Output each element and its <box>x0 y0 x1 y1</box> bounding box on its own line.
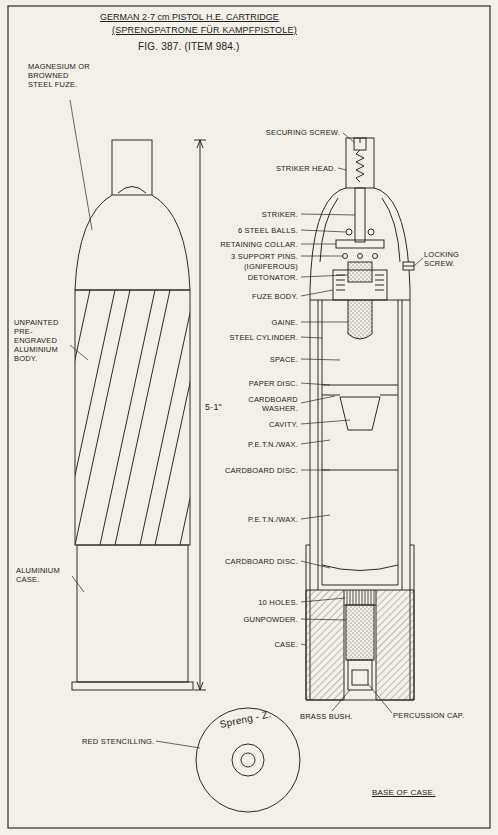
part-label: STEEL CYLINDER. <box>229 333 298 342</box>
part-label: RED STENCILLING. <box>82 737 154 746</box>
part-label: 6 STEEL BALLS. <box>238 226 298 235</box>
part-label: STRIKER. <box>262 210 298 219</box>
part-label: UNPAINTED PRE-ENGRAVED ALUMINIUM BODY. <box>14 318 72 363</box>
part-label: CARDBOARD DISC. <box>225 466 298 475</box>
part-label: PERCUSSION CAP. <box>393 711 464 720</box>
part-label: GAINE. <box>271 318 298 327</box>
part-label: MAGNESIUM OR BROWNED STEEL FUZE. <box>28 62 92 89</box>
part-label: (IGNIFEROUS) <box>244 262 298 271</box>
part-label: P.E.T.N./WAX. <box>248 515 298 524</box>
part-label: FUZE BODY. <box>252 292 298 301</box>
part-label: SECURING SCREW. <box>266 128 340 137</box>
part-label: 10 HOLES. <box>258 598 298 607</box>
base-stencil: Spreng - Z. <box>219 708 273 731</box>
part-label: GUNPOWDER. <box>244 615 299 624</box>
part-label: PAPER DISC. <box>249 379 298 388</box>
part-label: CARDBOARD WASHER. <box>243 395 298 413</box>
part-label: BASE OF CASE. <box>372 788 436 797</box>
part-label: P.E.T.N./WAX. <box>248 440 298 449</box>
part-label: LOCKING SCREW. <box>424 250 472 268</box>
part-label: DETONATOR. <box>248 273 298 282</box>
part-label: SPACE. <box>270 355 298 364</box>
dimension-label: 5·1" <box>204 402 223 413</box>
part-label: CARDBOARD DISC. <box>225 557 298 566</box>
part-label: FIG. 387. (ITEM 984.) <box>138 41 239 53</box>
part-label: CASE. <box>274 640 298 649</box>
part-label: 3 SUPPORT PINS. <box>231 252 298 261</box>
part-label: CAVITY. <box>269 420 298 429</box>
part-label: ALUMINIUM CASE. <box>16 566 71 584</box>
part-label: RETAINING COLLAR. <box>220 240 298 249</box>
part-label: (SPRENGPATRONE FÜR KAMPFPISTOLE) <box>112 25 297 36</box>
part-label: BRASS BUSH. <box>300 712 353 721</box>
part-label: STRIKER HEAD. <box>276 164 336 173</box>
figure-title: GERMAN 2·7 cm PISTOL H.E. CARTRIDGE <box>100 12 279 23</box>
